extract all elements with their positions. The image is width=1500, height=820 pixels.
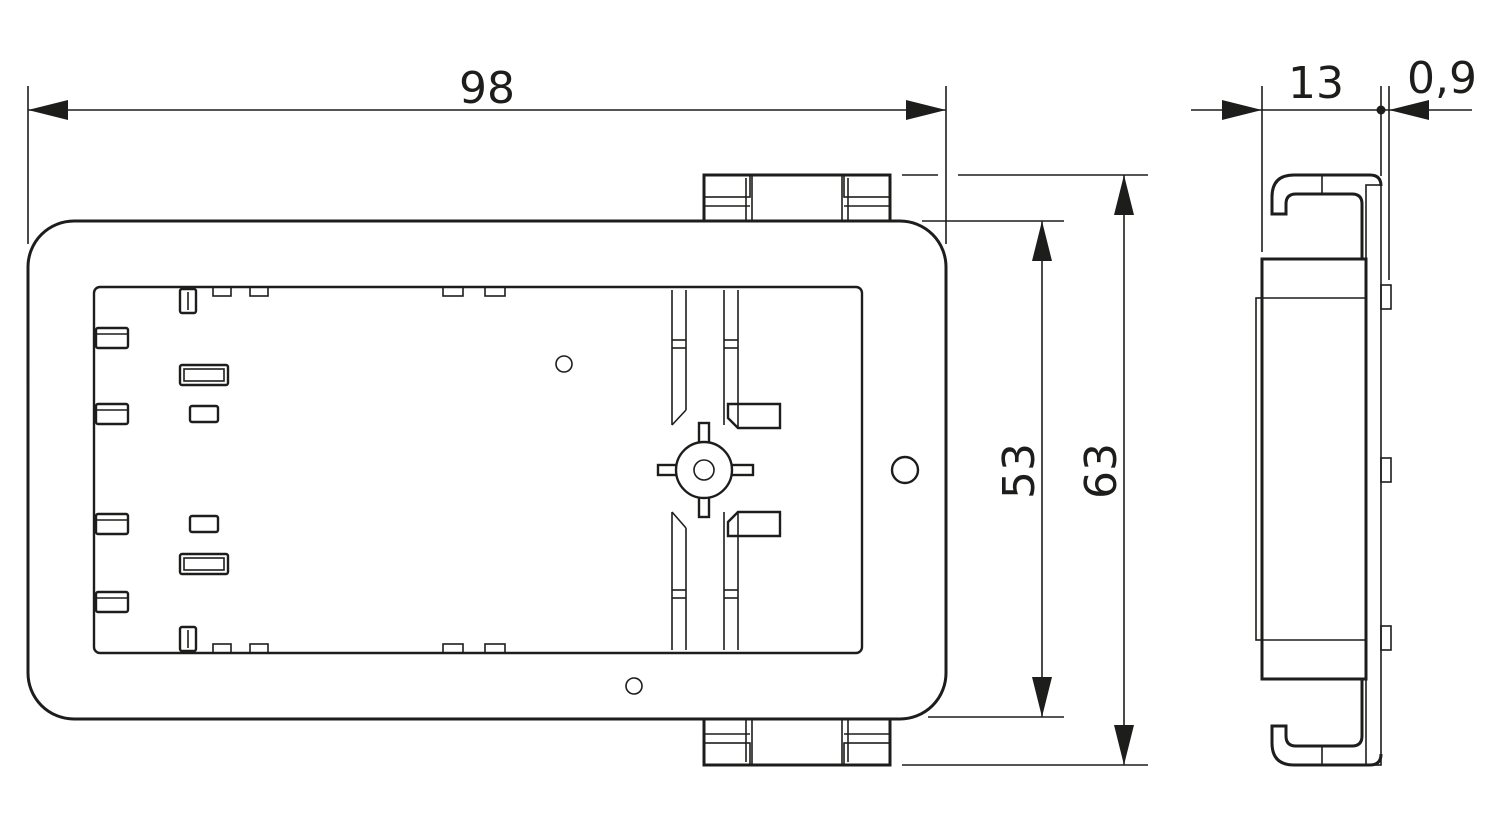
dimension-depth-label: 13 [1288,58,1344,109]
guide-rails [671,290,739,650]
hole [555,355,573,373]
side-view [1255,173,1392,767]
mounting-hole [890,455,920,485]
right-guide-clips [726,402,782,538]
top-slots [178,286,506,315]
dimension-height-outer: 63 [902,174,1148,766]
front-view [26,173,948,767]
outer-frame [26,219,948,721]
dimension-depth: 13 [1191,58,1382,252]
bottom-mounting-tab [702,715,892,767]
dimension-offset: 0,9 [1376,53,1477,280]
dimension-height-outer-label: 63 [1076,443,1127,499]
hole [625,677,643,695]
bottom-slots [178,625,506,654]
top-mounting-tab [702,173,892,225]
inner-opening [92,285,864,655]
inner-latches [178,363,230,576]
dimension-width: 98 [27,63,947,244]
dimension-height-inner: 53 [922,220,1064,718]
dimension-offset-label: 0,9 [1407,53,1477,104]
left-edge-clips [94,326,130,614]
dimension-height-inner-label: 53 [994,443,1045,499]
dimension-width-label: 98 [459,63,515,114]
center-hub [656,421,755,519]
